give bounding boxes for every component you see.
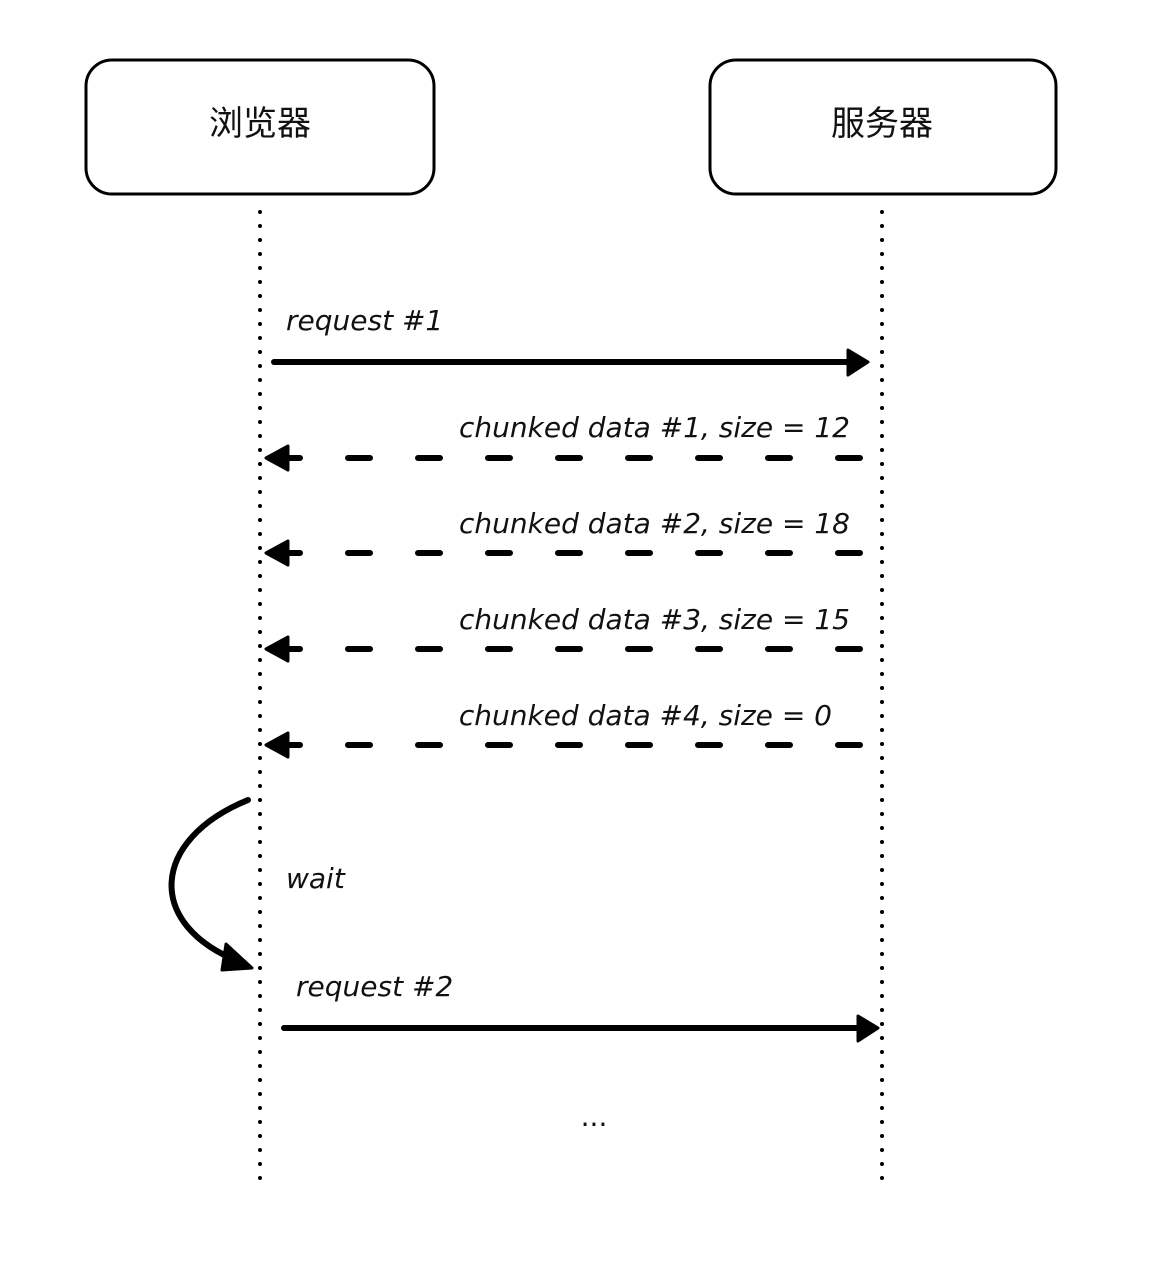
participant-browser-label: 浏览器 (209, 104, 311, 144)
message-label: chunked data #2, size = 18 (459, 507, 850, 540)
arrowhead (220, 942, 254, 972)
message-request-1: request #1 (271, 304, 870, 377)
arrowhead (264, 731, 290, 759)
message-chunk-2: chunked data #2, size = 18 (264, 507, 863, 567)
participant-browser: 浏览器 (84, 58, 436, 196)
continuation-ellipsis: ... (581, 1100, 608, 1133)
message-chunk-4: chunked data #4, size = 0 (264, 699, 863, 759)
message-chunk-1: chunked data #1, size = 12 (264, 411, 863, 472)
message-label: chunked data #3, size = 15 (459, 603, 850, 636)
message-chunk-3: chunked data #3, size = 15 (264, 603, 863, 663)
arrowhead (846, 348, 870, 377)
arrowhead (264, 539, 290, 567)
message-label: request #1 (286, 304, 443, 337)
participant-server-label: 服务器 (831, 104, 933, 144)
wait-curve: wait (168, 797, 346, 972)
message-label: request #2 (296, 970, 453, 1003)
participant-server: 服务器 (708, 58, 1058, 196)
arrowhead (264, 444, 290, 472)
wait-label: wait (286, 862, 346, 895)
arrowhead (264, 635, 290, 663)
message-request-2: request #2 (281, 970, 880, 1043)
message-label: chunked data #1, size = 12 (459, 411, 850, 444)
message-label: chunked data #4, size = 0 (459, 699, 832, 732)
arrowhead (856, 1014, 880, 1043)
